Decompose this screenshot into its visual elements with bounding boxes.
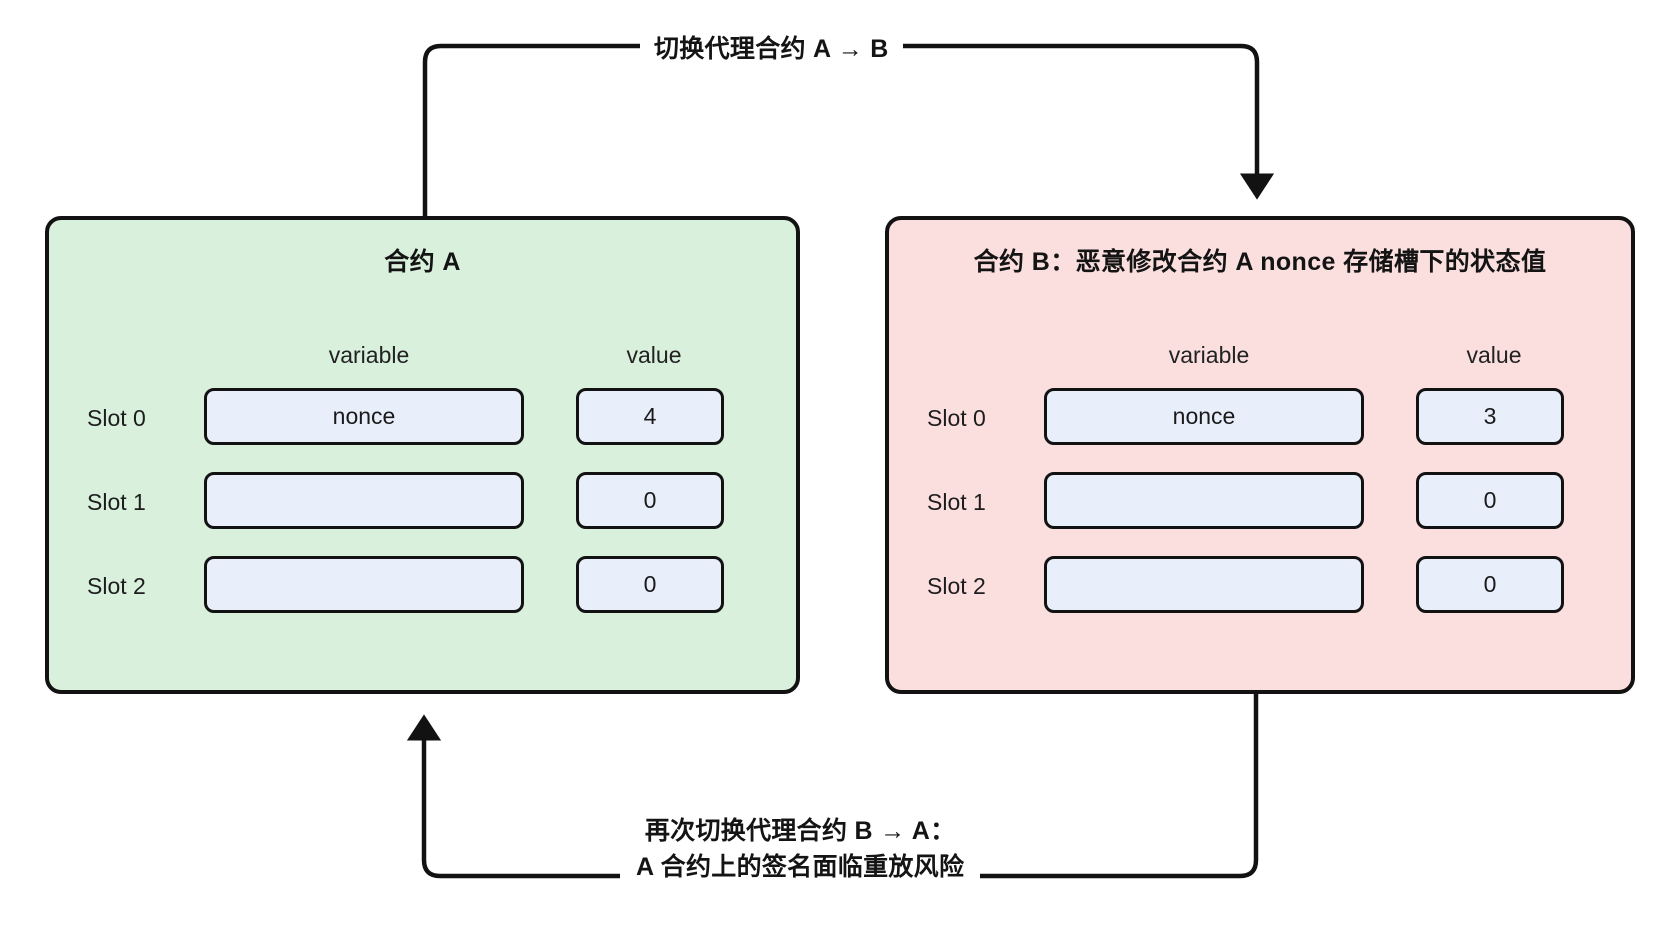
contract-a-rows: Slot 0 nonce 4 Slot 1 0 Slot 2 0	[49, 388, 796, 640]
arrow-a-to-b	[422, 43, 1275, 216]
edge-label-line-2: A 合约上的签名面临重放风险	[636, 852, 965, 881]
edge-label-switch-a-to-b: 切换代理合约 A → B	[640, 30, 903, 70]
variable-cell	[204, 472, 524, 529]
contract-a-title: 合约 A	[384, 248, 461, 276]
table-row: Slot 1 0	[889, 472, 1631, 556]
variable-cell	[204, 556, 524, 613]
slot-label: Slot 1	[927, 489, 986, 515]
column-header-variable: variable	[1168, 342, 1250, 368]
table-row: Slot 2 0	[889, 556, 1631, 640]
variable-cell: nonce	[204, 388, 524, 445]
contract-a-column-headers: variable value	[49, 342, 796, 370]
slot-label: Slot 2	[927, 573, 986, 599]
value-cell: 0	[1416, 472, 1564, 529]
value-cell: 0	[576, 472, 724, 529]
slot-label: Slot 1	[87, 489, 146, 515]
value-cell: 4	[576, 388, 724, 445]
column-header-value: value	[1466, 342, 1522, 368]
variable-cell: nonce	[1044, 388, 1364, 445]
edge-label-switch-b-to-a: 再次切换代理合约 B → A： A 合约上的签名面临重放风险	[620, 812, 981, 887]
slot-label: Slot 0	[927, 405, 986, 431]
value-cell: 3	[1416, 388, 1564, 445]
contract-b-box: 合约 B：恶意修改合约 A nonce 存储槽下的状态值 variable va…	[885, 216, 1635, 694]
contract-b-title: 合约 B：恶意修改合约 A nonce 存储槽下的状态值	[973, 248, 1547, 276]
contract-b-column-headers: variable value	[889, 342, 1631, 370]
contract-b-rows: Slot 0 nonce 3 Slot 1 0 Slot 2 0	[889, 388, 1631, 640]
variable-cell	[1044, 556, 1364, 613]
table-row: Slot 0 nonce 4	[49, 388, 796, 472]
edge-label-line-1: 再次切换代理合约 B → A：	[644, 817, 956, 845]
contract-a-box: 合约 A variable value Slot 0 nonce 4 Slot …	[45, 216, 800, 694]
table-row: Slot 1 0	[49, 472, 796, 556]
value-cell: 0	[1416, 556, 1564, 613]
table-row: Slot 2 0	[49, 556, 796, 640]
variable-cell	[1044, 472, 1364, 529]
column-header-value: value	[626, 342, 682, 368]
slot-label: Slot 2	[87, 573, 146, 599]
column-header-variable: variable	[328, 342, 410, 368]
value-cell: 0	[576, 556, 724, 613]
table-row: Slot 0 nonce 3	[889, 388, 1631, 472]
slot-label: Slot 0	[87, 405, 146, 431]
